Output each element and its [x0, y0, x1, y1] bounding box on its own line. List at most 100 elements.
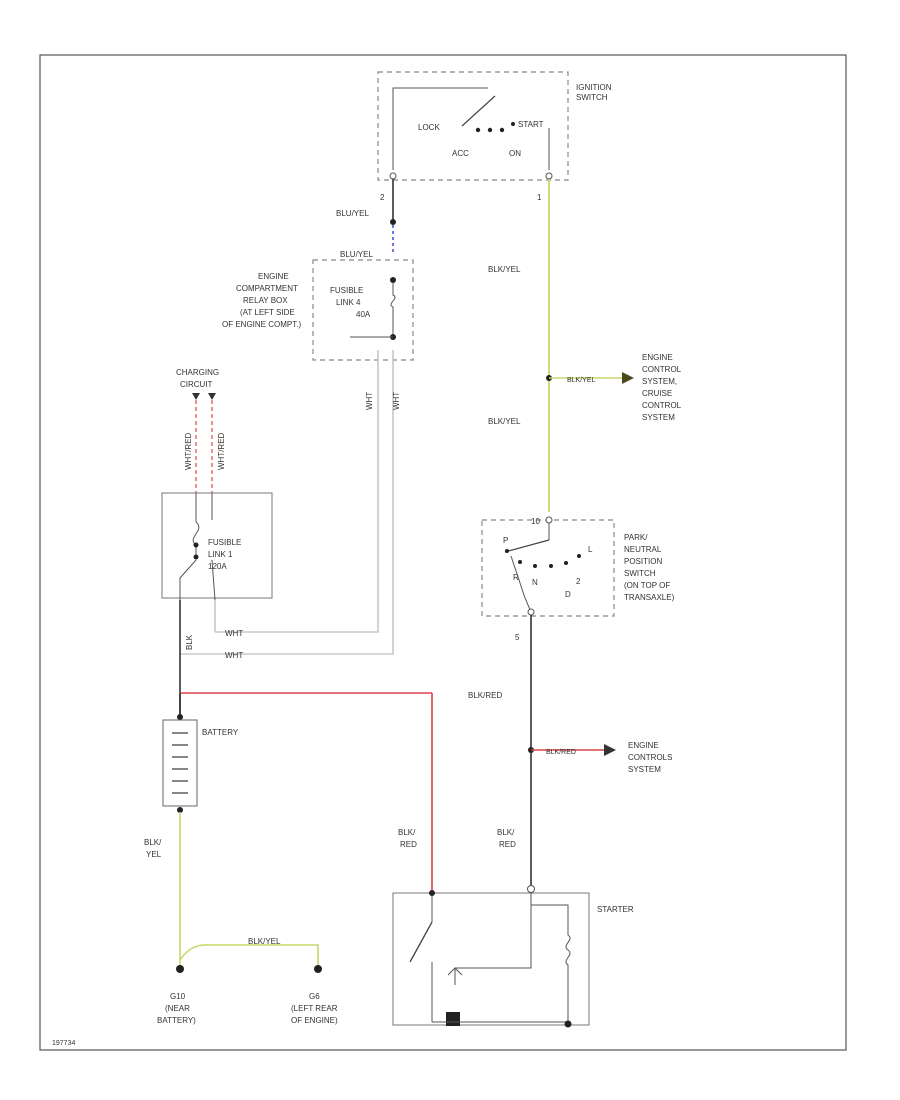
pnp-pos-2: 2	[576, 577, 581, 586]
ecs-top-line-3: SYSTEM,	[642, 377, 677, 386]
ground-g6-point	[314, 965, 322, 973]
relay-box-label-4: (AT LEFT SIDE	[240, 308, 295, 317]
charging-label-1: CHARGING	[176, 368, 219, 377]
pnp-line-3: POSITION	[624, 557, 662, 566]
label-wht-h2: WHT	[225, 651, 243, 660]
g10-line-2: (NEAR	[165, 1004, 190, 1013]
label-wht-a: WHT	[365, 392, 374, 410]
label-blk-yel-ground: BLK/YEL	[248, 937, 281, 946]
charging-label-2: CIRCUIT	[180, 380, 213, 389]
label-wht-red-a: WHT/RED	[184, 432, 193, 470]
relay-box-label-5: OF ENGINE COMPT.)	[222, 320, 301, 329]
fl4-line-1: FUSIBLE	[330, 286, 363, 295]
ign-pos-start: START	[518, 120, 544, 129]
ecs-top-line-4: CRUISE	[642, 389, 672, 398]
fl1-label-3: 120A	[208, 562, 227, 571]
fl4-line-3: 40A	[356, 310, 371, 319]
ecs-top-line-2: CONTROL	[642, 365, 682, 374]
park-neutral-position-switch: 10 P R N D 2 L 5 PARK/ NEUTRAL POSITION …	[481, 516, 675, 642]
battery: BATTERY	[162, 692, 433, 892]
figure-id: 197734	[52, 1040, 75, 1047]
label-blu-yel-top: BLU/YEL	[336, 209, 369, 218]
diagram-border	[39, 54, 847, 1051]
wire-wht-b	[180, 350, 394, 655]
starter: STARTER	[392, 885, 634, 1028]
ign-pin-2: 2	[380, 193, 385, 202]
pnp-pos-l: L	[588, 545, 593, 554]
starter-motor-coil	[530, 893, 571, 1022]
label-blk-vertical: BLK	[185, 634, 194, 650]
ignition-switch-outline	[377, 71, 569, 181]
label-blk-red-starter-l-2: RED	[400, 840, 417, 849]
pnp-pos-p: P	[503, 536, 508, 545]
pnp-pos-n: N	[532, 578, 538, 587]
label-blk-yel-arrow: BLK/YEL	[567, 377, 596, 384]
label-blk-red-arrow: BLK/RED	[546, 749, 576, 756]
ign-pin-1: 1	[537, 193, 542, 202]
g10-line-3: BATTERY)	[157, 1016, 196, 1025]
ignition-switch: LOCK START ACC ON IGNITION SWITCH 2 1	[377, 71, 612, 202]
pnp-line-5: (ON TOP OF	[624, 581, 670, 590]
label-blk-red-starter-r-1: BLK/	[497, 828, 515, 837]
g10-line-1: G10	[170, 992, 186, 1001]
ign-pos-acc: ACC	[452, 149, 469, 158]
label-blk-yel-batt-1: BLK/	[144, 838, 162, 847]
ign-label-2: SWITCH	[576, 93, 608, 102]
ign-label-1: IGNITION	[576, 83, 612, 92]
ground-g10-point	[176, 965, 184, 973]
label-wht-red-b: WHT/RED	[217, 432, 226, 470]
fusible-link-1-box: FUSIBLE LINK 1 120A	[161, 492, 273, 601]
ecs-bottom-line-2: CONTROLS	[628, 753, 672, 762]
relay-box-outline	[312, 259, 414, 361]
pnp-pin-bottom: 5	[515, 633, 520, 642]
ign-pos-lock: LOCK	[418, 123, 440, 132]
label-blu-yel-fl: BLU/YEL	[340, 250, 373, 259]
starter-label: STARTER	[597, 905, 634, 914]
label-blk-red-right: BLK/RED	[468, 691, 502, 700]
fl1-label-1: FUSIBLE	[208, 538, 241, 547]
arrow-engine-control-top	[622, 372, 634, 384]
starter-outline	[392, 892, 590, 1026]
fl4-line-2: LINK 4	[336, 298, 361, 307]
starter-ground-terminal	[446, 1012, 460, 1026]
relay-box-label-1: ENGINE	[258, 272, 289, 281]
pnp-line-2: NEUTRAL	[624, 545, 662, 554]
ign-connector-left	[389, 172, 397, 180]
ecs-top-line-6: SYSTEM	[642, 413, 675, 422]
relay-box-label-3: RELAY BOX	[243, 296, 288, 305]
wire-blk-yel-ground	[179, 944, 319, 968]
arrow-engine-control-bottom	[604, 744, 616, 756]
ecs-bottom-line-3: SYSTEM	[628, 765, 661, 774]
battery-label: BATTERY	[202, 728, 239, 737]
g6-line-3: OF ENGINE)	[291, 1016, 338, 1025]
ecs-bottom-line-1: ENGINE	[628, 741, 659, 750]
fl1-label-2: LINK 1	[208, 550, 233, 559]
ecs-top-line-1: ENGINE	[642, 353, 673, 362]
relay-box-label-2: COMPARTMENT	[236, 284, 298, 293]
pnp-pos-d: D	[565, 590, 571, 599]
label-blk-yel-right-1: BLK/YEL	[488, 265, 521, 274]
ign-connector-right	[545, 172, 553, 180]
wire-wht-a	[215, 350, 379, 633]
label-wht-b: WHT	[392, 392, 401, 410]
pnp-line-1: PARK/	[624, 533, 648, 542]
label-blk-yel-batt-2: YEL	[146, 850, 162, 859]
pnp-pin-top: 10	[531, 517, 540, 526]
pnp-line-6: TRANSAXLE)	[624, 593, 675, 602]
label-wht-h1: WHT	[225, 629, 243, 638]
g6-line-2: (LEFT REAR	[291, 1004, 338, 1013]
pnp-switch-outline	[481, 519, 615, 617]
engine-compartment-relay-box: FUSIBLE LINK 4 40A ENGINE COMPARTMENT RE…	[222, 259, 414, 361]
label-blk-red-starter-r-2: RED	[499, 840, 516, 849]
pnp-pos-r: R	[513, 573, 519, 582]
battery-body	[162, 719, 198, 807]
ecs-top-line-5: CONTROL	[642, 401, 682, 410]
ign-pos-on: ON	[509, 149, 521, 158]
fusible-link-1-outline	[161, 492, 273, 599]
fusible-link-4-symbol	[390, 283, 396, 337]
pnp-line-4: SWITCH	[624, 569, 656, 578]
label-blk-red-starter-l-1: BLK/	[398, 828, 416, 837]
charging-circuit: CHARGING CIRCUIT WHT/RED WHT/RED	[176, 368, 226, 495]
g6-line-1: G6	[309, 992, 320, 1001]
